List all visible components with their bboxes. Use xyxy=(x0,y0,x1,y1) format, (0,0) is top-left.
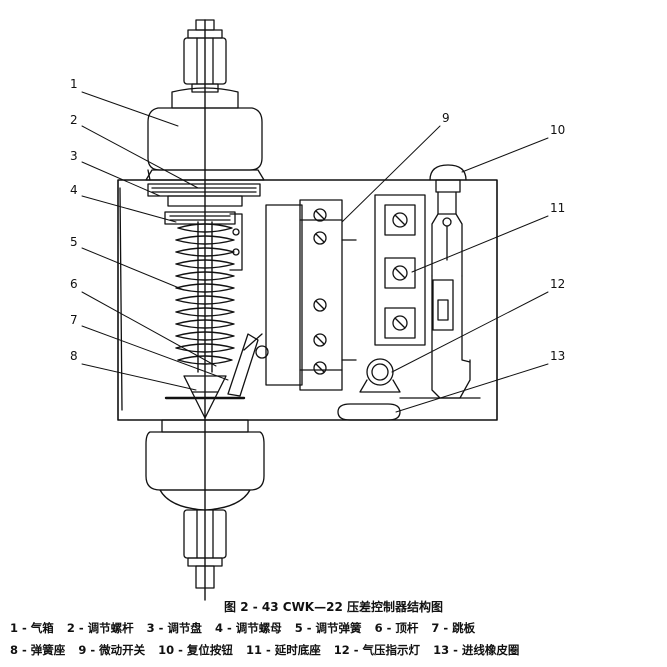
legend-item: 1 - 气箱 xyxy=(10,621,54,635)
callout-8: 8 xyxy=(70,349,78,363)
legend-item: 11 - 延时底座 xyxy=(245,643,321,657)
legend-item: 7 - 跳板 xyxy=(431,621,476,635)
micro-switch xyxy=(265,199,357,391)
legend-item: 13 - 进线橡皮圈 xyxy=(433,643,520,657)
callout-10: 10 xyxy=(550,123,565,137)
bottom-fitting xyxy=(183,509,227,589)
callout-3: 3 xyxy=(70,149,78,163)
callout-7: 7 xyxy=(70,313,78,327)
callout-4: 4 xyxy=(70,183,78,197)
callout-13: 13 xyxy=(550,349,565,363)
legend-item: 5 - 调节弹簧 xyxy=(294,621,362,635)
legend-item: 3 - 调节盘 xyxy=(146,621,202,635)
legend-item: 6 - 顶杆 xyxy=(374,621,419,635)
adjusting-disk xyxy=(147,183,261,225)
spring-seat xyxy=(164,375,246,419)
adjusting-spring xyxy=(175,221,235,373)
callout-5: 5 xyxy=(70,235,78,249)
spring-bracket xyxy=(229,213,243,271)
callout-2: 2 xyxy=(70,113,78,127)
pressure-indicator xyxy=(359,358,401,393)
callout-12: 12 xyxy=(550,277,565,291)
body-frame xyxy=(117,169,498,421)
legend-item: 10 - 复位按钮 xyxy=(158,643,233,657)
legend-row-1: 1 - 气箱 2 - 调节螺杆 3 - 调节盘 4 - 调节螺母 5 - 调节弹… xyxy=(10,620,660,636)
callout-labels: 1 2 3 4 5 6 7 8 9 10 11 12 13 xyxy=(70,77,565,363)
callout-1: 1 xyxy=(70,77,78,91)
leader-lines xyxy=(81,91,549,413)
legend-item: 8 - 弹簧座 xyxy=(10,643,66,657)
legend-item: 2 - 调节螺杆 xyxy=(66,621,134,635)
legend-row-2: 8 - 弹簧座 9 - 微动开关 10 - 复位按钮 11 - 延时底座 12 … xyxy=(10,642,660,658)
figure-caption: 图 2 - 43 CWK—22 压差控制器结构图 xyxy=(224,600,443,614)
callout-11: 11 xyxy=(550,201,565,215)
callout-6: 6 xyxy=(70,277,78,291)
legend-item: 9 - 微动开关 xyxy=(78,643,146,657)
terminal-block xyxy=(374,194,454,346)
right-linkage xyxy=(399,275,481,399)
legend-item: 4 - 调节螺母 xyxy=(214,621,282,635)
reset-button xyxy=(429,164,467,277)
jump-plate xyxy=(227,333,269,397)
cable-grommet xyxy=(337,403,401,421)
callout-9: 9 xyxy=(442,111,450,125)
legend-item: 12 - 气压指示灯 xyxy=(333,643,421,657)
